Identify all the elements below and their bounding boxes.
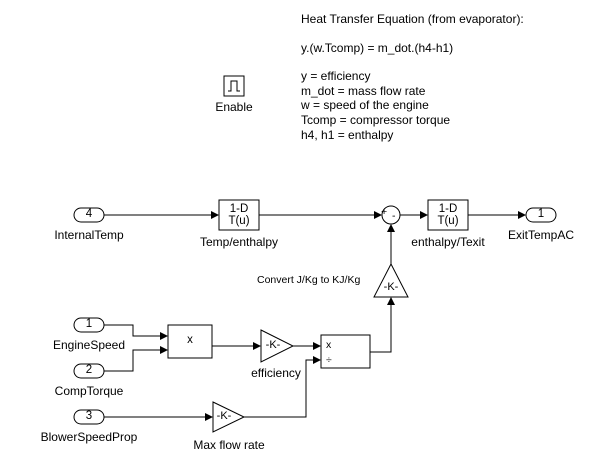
gain-efficiency[interactable] [260,329,295,363]
product2-mul-symbol: x [326,339,332,351]
inport-number: 4 [85,208,93,220]
product-block-1[interactable] [167,324,213,359]
inport-label: BlowerSpeedProp [40,430,138,444]
sum-plus-sign: + [381,206,388,218]
lookup-exit-label: enthalpy/Texit [411,235,485,249]
gain-convert-symbol: -K- [383,281,399,293]
lookup-temp-label: Temp/enthalpy [199,235,279,249]
product-block-2[interactable] [320,334,371,369]
gain-flow-label: Max flow rate [193,438,265,452]
lookup-exit-line2: T(u) [437,215,459,227]
outport-exittempac[interactable] [525,207,557,223]
enable-block[interactable] [223,75,245,97]
equation-annotation: Heat Transfer Equation (from evaporator)… [301,12,524,142]
sum-minus-sign: - [392,210,396,222]
lookup-temp-line1: 1-D [229,203,249,215]
gain-convert-label: Convert J/Kg to KJ/Kg [257,274,361,286]
gain-max-flow-rate[interactable] [212,401,246,433]
lookup-temp-line2: T(u) [228,215,250,227]
lookup-exit-line1: 1-D [438,203,458,215]
pulse-icon [228,80,240,92]
product2-div-symbol: ÷ [326,354,332,366]
outport-label: ExitTempAC [507,228,575,242]
lookup-temp-enthalpy[interactable] [218,199,260,231]
inport-number: 3 [85,410,93,422]
annotation-definition: h4, h1 = enthalpy [301,127,394,142]
annotation-definition: y = efficiency [301,69,371,84]
annotation-definition: m_dot = mass flow rate [301,83,426,98]
annotation-equation: y.(w.Tcomp) = m_dot.(h4-h1) [301,40,454,55]
gain-flow-symbol: -K- [216,410,232,422]
inport-number: 1 [85,318,93,330]
product1-symbol: x [187,334,193,346]
inport-label: EngineSpeed [52,338,126,352]
gain-efficiency-symbol: -K- [265,339,281,351]
signal-lines [104,211,526,421]
inport-number: 2 [85,364,93,376]
lookup-enthalpy-texit[interactable] [427,199,469,231]
inport-label: InternalTemp [54,228,124,242]
gain-efficiency-label: efficiency [251,366,301,380]
enable-label: Enable [215,100,253,114]
inport-label: CompTorque [54,384,124,398]
annotation-definition: Tcomp = compressor torque [301,112,451,127]
annotation-definition: w = speed of the engine [301,98,429,113]
outport-number: 1 [537,208,545,220]
annotation-title: Heat Transfer Equation (from evaporator)… [301,12,524,26]
